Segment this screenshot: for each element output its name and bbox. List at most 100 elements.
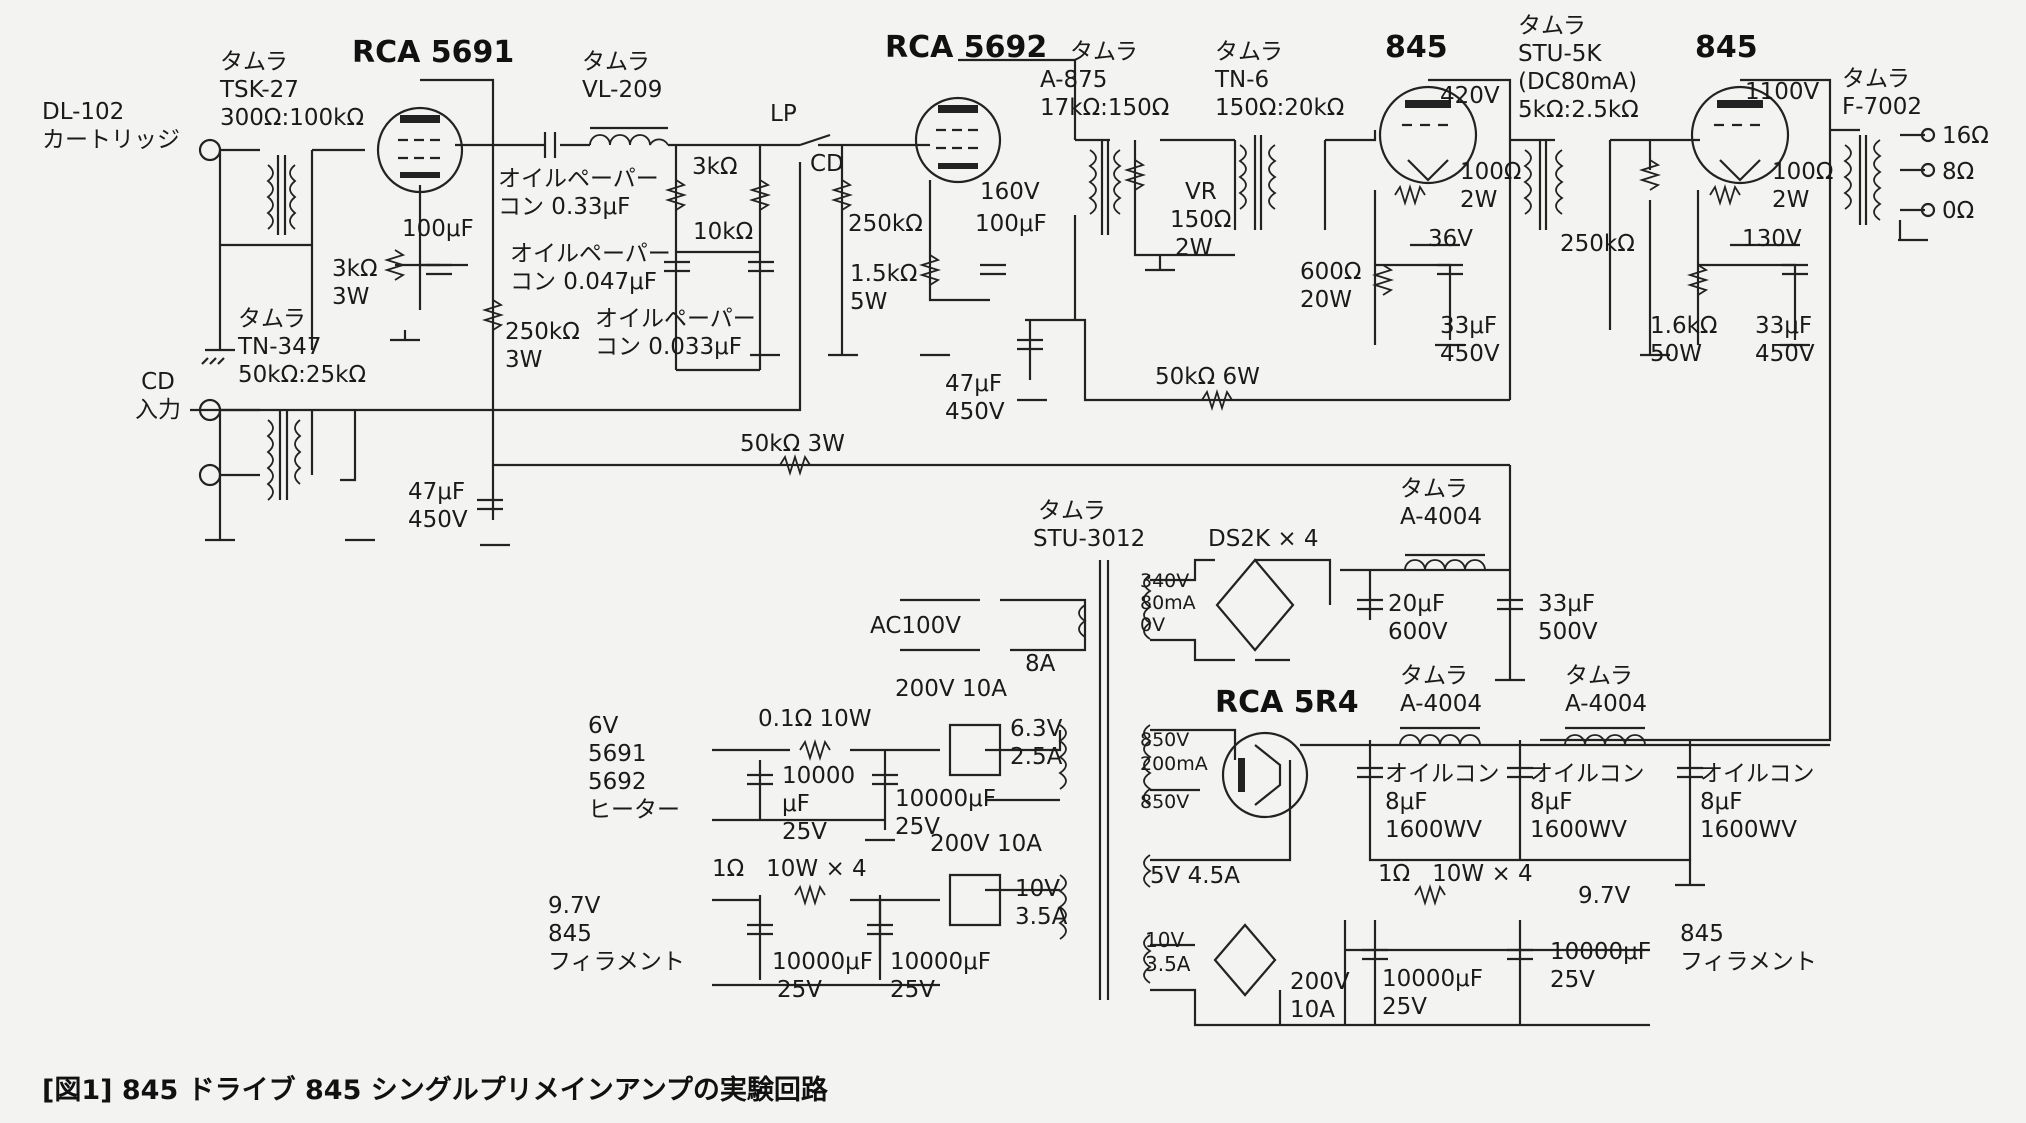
label-845b-vk: 130V bbox=[1742, 226, 1802, 252]
label-5691-ck: 100μF bbox=[402, 216, 474, 242]
tube-845-output bbox=[1690, 85, 1790, 185]
label-c033: オイルペーパーコン 0.033μF bbox=[595, 306, 756, 360]
transformer-a875 bbox=[1088, 140, 1122, 235]
label-fil-out-2-v: 9.7V bbox=[1578, 883, 1631, 909]
tube-label-5692: RCA 5692 bbox=[885, 30, 1048, 65]
figure-caption: [図1] 845 ドライブ 845 シングルプリメインアンプの実験回路 bbox=[42, 1075, 828, 1106]
label-fuse: 8A bbox=[1025, 651, 1056, 677]
transformer-stu5k bbox=[1523, 140, 1564, 230]
label-845b-plate-v: 1100V bbox=[1745, 79, 1820, 105]
transformer-tn347 bbox=[266, 410, 302, 501]
speaker-tap-16: 16Ω bbox=[1942, 123, 1989, 149]
label-845a-vk: 36V bbox=[1428, 226, 1474, 252]
tube-label-845-driver: 845 bbox=[1385, 30, 1448, 65]
tube-label-5r4: RCA 5R4 bbox=[1215, 685, 1359, 720]
label-bridge-1: 200V 10A bbox=[895, 676, 1007, 702]
chokes-a4004 bbox=[1399, 553, 1646, 746]
label-r3k: 3kΩ bbox=[692, 154, 738, 180]
transformer-stu3012 bbox=[1058, 560, 1152, 1000]
label-r10k: 10kΩ bbox=[693, 219, 754, 245]
label-845b-rgrid: 250kΩ bbox=[1560, 231, 1635, 257]
label-ac-input: AC100V bbox=[870, 613, 962, 639]
label-r-50k-6w: 50kΩ 6W bbox=[1155, 364, 1260, 390]
label-r-01ohm: 0.1Ω 10W bbox=[758, 706, 872, 732]
label-845a-plate-v: 420V bbox=[1440, 83, 1500, 109]
speaker-terminals bbox=[1920, 127, 1936, 218]
label-5692-plate-v: 160V bbox=[980, 179, 1040, 205]
tube-5691 bbox=[376, 106, 464, 194]
label-r-50k-3w: 50kΩ 3W bbox=[740, 431, 845, 457]
input-jacks bbox=[198, 138, 222, 487]
speaker-tap-0: 0Ω bbox=[1942, 198, 1975, 224]
switch-lp-label: LP bbox=[770, 101, 797, 127]
label-5692-ck: 100μF bbox=[975, 211, 1047, 237]
transformer-tsk27 bbox=[266, 155, 297, 235]
tube-label-845-output: 845 bbox=[1695, 30, 1758, 65]
label-5v-secondary: 5V 4.5A bbox=[1150, 863, 1240, 889]
speaker-tap-8: 8Ω bbox=[1942, 159, 1975, 185]
switch-cd-label: CD bbox=[810, 151, 844, 177]
label-bridge-2: 200V 10A bbox=[930, 831, 1042, 857]
tube-5692 bbox=[914, 96, 1002, 184]
grounds bbox=[201, 238, 1928, 887]
inductor-vl209 bbox=[589, 126, 669, 146]
transformer-tn6 bbox=[1238, 135, 1277, 230]
bridge-rectifiers bbox=[948, 558, 1295, 997]
capacitors bbox=[426, 132, 1808, 961]
tube-5r4 bbox=[1221, 731, 1309, 819]
label-coupling-cap: オイルペーパーコン 0.33μF bbox=[498, 166, 659, 220]
label-r-1ohm-b: 1Ω 10W × 4 bbox=[1378, 861, 1533, 887]
tube-845-driver bbox=[1378, 85, 1478, 185]
transformer-f7002 bbox=[1843, 135, 1882, 225]
label-r-1ohm: 1Ω 10W × 4 bbox=[712, 856, 867, 882]
tube-label-5691: RCA 5691 bbox=[352, 35, 515, 70]
label-diodes: DS2K × 4 bbox=[1208, 526, 1319, 552]
label-5692-rgrid: 250kΩ bbox=[848, 211, 923, 237]
